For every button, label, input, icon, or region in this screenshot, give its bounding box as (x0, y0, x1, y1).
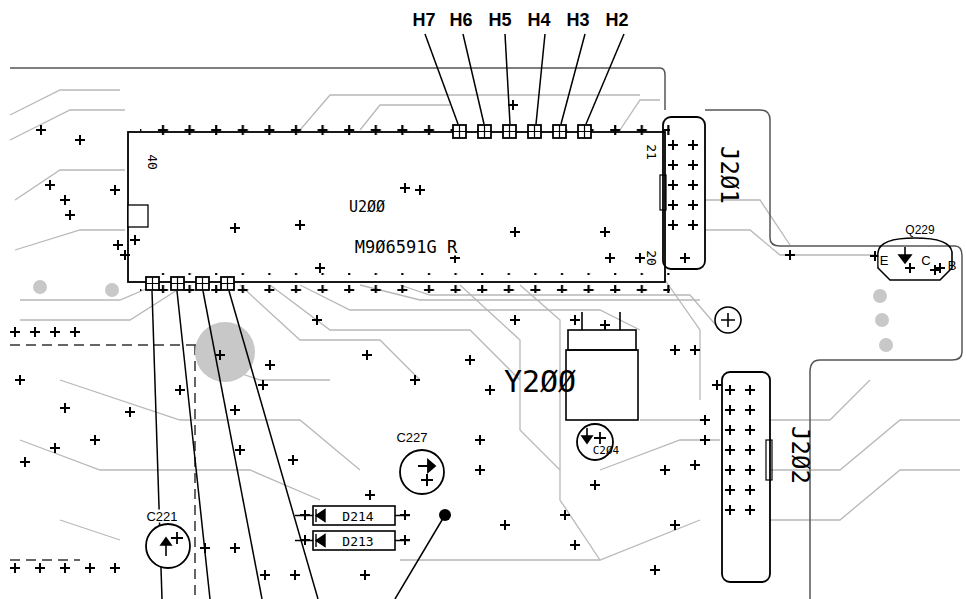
pin-name: H6 (449, 11, 472, 29)
part-name: C2Ø4 (593, 445, 620, 456)
pin-number: 21 (645, 144, 658, 160)
part-name: C227 (396, 431, 427, 444)
part-name: Y2ØØ (504, 367, 576, 397)
part-name: J2Ø1 (717, 146, 741, 204)
pin-name: B (948, 259, 957, 272)
part-name: U2ØØ (349, 200, 385, 215)
pin-name: H3 (566, 11, 589, 29)
part-name: D213 (341, 535, 374, 548)
pin-name: H7 (412, 11, 435, 29)
pin-name: H5 (488, 11, 511, 29)
pin-number: 40 (146, 154, 159, 170)
pin-name: H2 (605, 11, 628, 29)
pin-name: H4 (527, 11, 550, 29)
part-name: Q229 (905, 224, 934, 236)
pin-number: 20 (645, 250, 658, 266)
part-marking: M9Ø6591G R (354, 239, 458, 256)
pin-name: E (879, 254, 890, 267)
part-name: J2Ø2 (788, 426, 812, 484)
part-name: C221 (145, 510, 178, 523)
part-name: D214 (341, 510, 374, 523)
pin-name: C (920, 254, 931, 267)
